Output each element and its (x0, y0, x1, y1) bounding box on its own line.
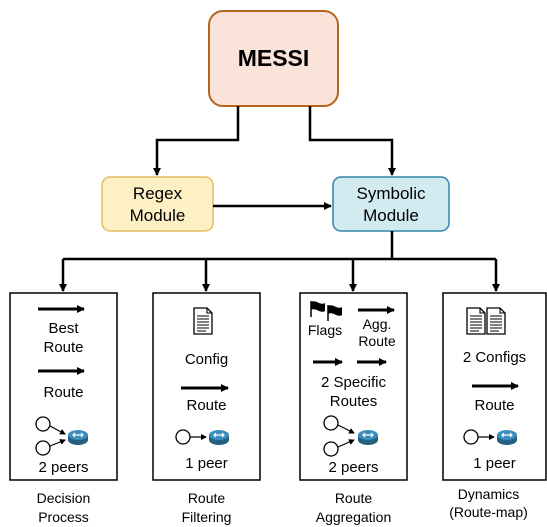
caption-decision-1: Decision (36, 490, 91, 506)
panel1-route: Route (43, 339, 84, 356)
two-peers-router-icon-2 (323, 415, 379, 457)
caption-dynamics-2: (Route-map) (449, 504, 528, 520)
panel3-routes: Routes (329, 393, 378, 410)
caption-dynamics-1: Dynamics (457, 486, 520, 502)
regex-module-label-2: Module (129, 206, 186, 225)
edge-messi-symbolic (308, 106, 396, 176)
panel3-flags: Flags (307, 322, 343, 338)
panel3-agg-route: Route (358, 333, 396, 349)
panel2-route: Route (186, 397, 227, 414)
regex-module-box (101, 176, 214, 232)
symbolic-module-label-2: Module (363, 206, 419, 225)
caption-aggregation-2: Aggregation (315, 509, 392, 525)
panel-route-aggregation (299, 292, 408, 481)
config-document-icon (193, 307, 213, 335)
panel1-peers: 2 peers (38, 459, 89, 476)
panel2-peer: 1 peer (185, 455, 228, 472)
messi-box (208, 10, 339, 107)
symbolic-module-label-1: Symbolic (356, 184, 426, 203)
caption-filtering-2: Filtering (181, 509, 232, 525)
one-peer-router-icon (175, 429, 230, 446)
one-peer-router-icon-2 (463, 429, 518, 446)
edge-messi-regex (153, 106, 240, 176)
panel2-config: Config (184, 351, 229, 368)
panel4-configs: 2 Configs (462, 349, 527, 366)
two-peers-router-icon (35, 416, 89, 456)
panel-decision-process (9, 292, 118, 481)
panel4-route: Route (474, 397, 515, 414)
messi-title: MESSI (237, 45, 310, 71)
regex-module-label-1: Regex (132, 184, 183, 203)
panel3-agg: Agg. (362, 316, 392, 332)
panel3-peers: 2 peers (328, 459, 379, 476)
caption-decision-2: Process (38, 509, 89, 525)
caption-aggregation-1: Route (334, 490, 373, 506)
panel1-best: Best (48, 320, 79, 337)
panel3-specific: 2 Specific (320, 374, 387, 391)
panel4-peer: 1 peer (473, 455, 516, 472)
caption-filtering-1: Route (187, 490, 226, 506)
panel1-route-2: Route (43, 384, 84, 401)
